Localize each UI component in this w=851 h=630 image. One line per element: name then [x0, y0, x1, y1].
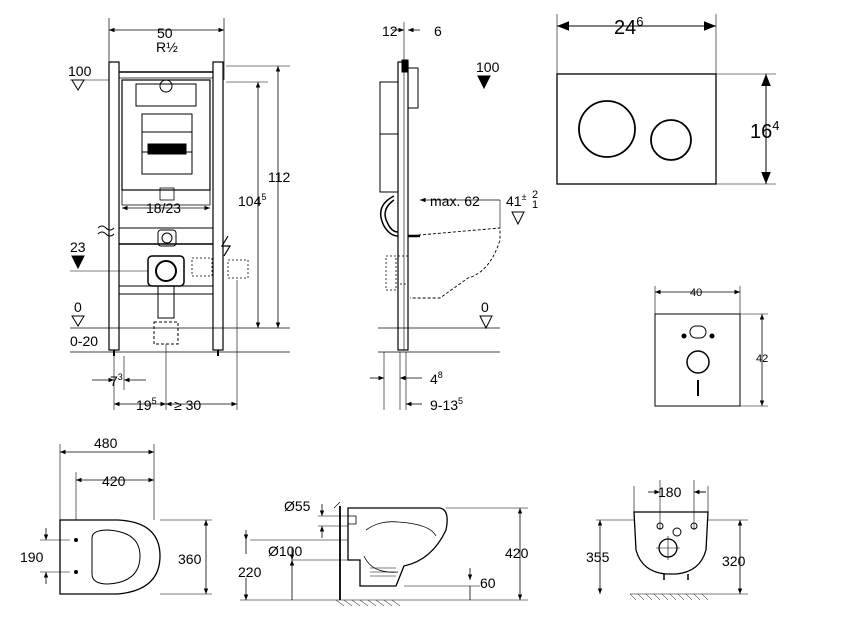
bowl-top-view: [40, 444, 212, 595]
side-view: [370, 22, 525, 410]
front-view: [70, 18, 290, 410]
side-view-labels: 12 6 100 max. 62 41± 2 1 0 48 9-135: [382, 23, 538, 413]
flush-plate: [556, 14, 776, 185]
mounting-bracket: [654, 286, 768, 407]
side-top-right-label: 6: [434, 23, 442, 39]
pipe-spacing-label: 18/23: [146, 200, 181, 216]
bowl-back-left-label: 355: [586, 549, 610, 565]
top-level-label: 100: [68, 63, 92, 79]
left-offset-label: 195: [136, 396, 157, 413]
bowl-left-label: 190: [20, 549, 44, 565]
thread-label: R½: [156, 39, 178, 55]
side-top-left-label: 12: [382, 23, 398, 39]
bowl-back-labels: 180 355 320: [586, 484, 746, 569]
floor-level-label: 0: [74, 299, 82, 315]
bracket-height-label: 42: [756, 353, 768, 365]
bowl-inner-label: 420: [102, 473, 126, 489]
outlet-diameter-label: Ø55: [284, 498, 311, 514]
plate-width-label: 246: [614, 14, 643, 39]
pipe-diameter-label: Ø100: [268, 543, 302, 559]
flush-plate-labels: 246 164: [614, 14, 779, 143]
frame-height-label: 1045: [238, 192, 266, 209]
bracket-labels: 40 42: [690, 287, 768, 365]
bracket-width-label: 40: [690, 287, 702, 299]
depth-small-label: 48: [430, 370, 443, 387]
waste-level-label: 23: [70, 239, 86, 255]
bowl-height-label: 420: [505, 545, 529, 561]
front-view-labels: 50 R½ 100 112 1045 23 18/23 0 0-20 73 19…: [68, 25, 291, 413]
floor-range-label: 0-20: [70, 333, 98, 349]
pan-height-label: 41±: [506, 192, 527, 209]
geberit-logo: GEBERIT: [153, 155, 180, 161]
min-spacing-label: ≥ 30: [174, 397, 201, 413]
bowl-back-right-label: 320: [722, 553, 746, 569]
side-top-level-label: 100: [476, 59, 500, 75]
foot-offset-label: 73: [110, 372, 123, 389]
bowl-side-view: [240, 501, 528, 607]
bowl-back-width-label: 180: [658, 484, 682, 500]
depth-range-label: 9-135: [430, 396, 463, 413]
bowl-side-labels: Ø55 Ø100 220 420 60: [238, 498, 529, 591]
bowl-top-labels: 480 420 190 360: [20, 435, 202, 567]
pan-tolerance-minus: 1: [532, 199, 538, 211]
bowl-length-label: 480: [94, 435, 118, 451]
bowl-depth-label: 60: [480, 575, 496, 591]
plate-height-label: 164: [750, 118, 779, 143]
side-floor-label: 0: [481, 299, 489, 315]
pan-tolerance-plus: 2: [532, 189, 538, 201]
front-width-label: 50: [157, 25, 173, 41]
bowl-back-view: [596, 480, 748, 601]
bowl-height-low-label: 220: [238, 564, 262, 580]
total-height-label: 112: [268, 169, 291, 185]
bowl-right-label: 360: [178, 551, 202, 567]
max-depth-label: max. 62: [430, 193, 480, 209]
